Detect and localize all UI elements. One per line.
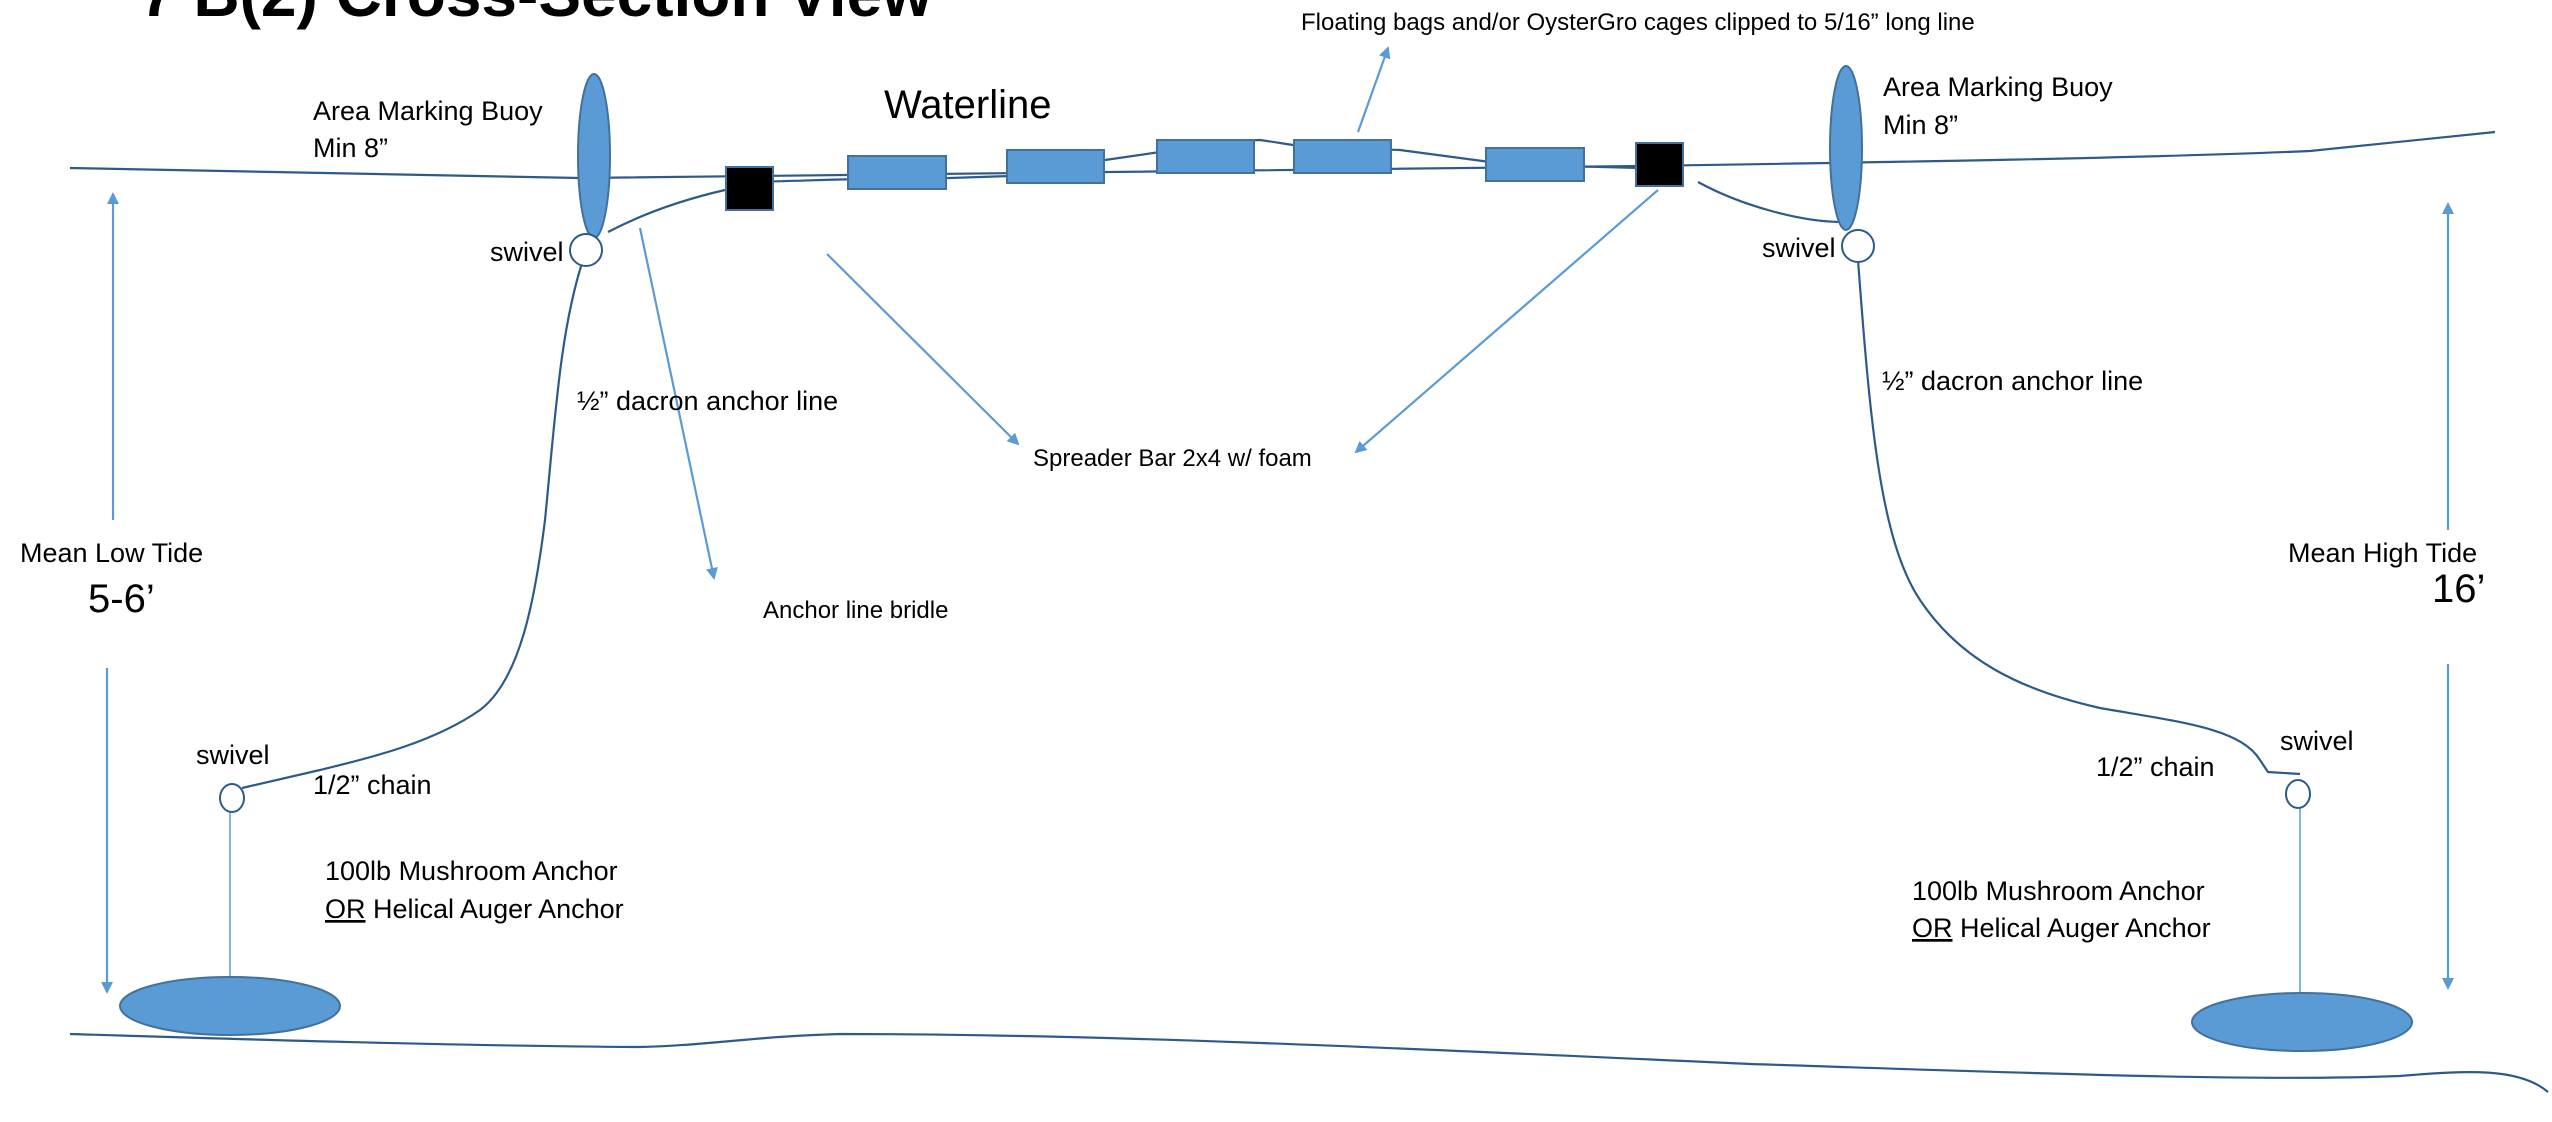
left-spreader-bar (725, 166, 774, 211)
right-marker-buoy (1829, 65, 1863, 231)
right-anchor-line (1856, 259, 2301, 776)
mean-low-tide-value: 5-6’ (88, 577, 155, 621)
left-marker-buoy (577, 73, 611, 239)
right-bridle-line (1697, 181, 1843, 224)
floating-bag (1006, 149, 1105, 184)
left-anchor-label-line1: 100lb Mushroom Anchor (325, 856, 618, 886)
seabed (69, 1032, 2549, 1093)
floating-bag (1485, 147, 1585, 182)
spreader-arrow-left (826, 253, 1020, 446)
right-anchor-label-line1: 100lb Mushroom Anchor (1912, 876, 2205, 906)
left-top-swivel-label: swivel (490, 237, 564, 267)
right-chain-label: 1/2” chain (2096, 752, 2215, 782)
right-buoy-label-line1: Area Marking Buoy (1883, 72, 2113, 102)
right-mushroom-anchor (2191, 992, 2413, 1052)
bridle-label: Anchor line bridle (763, 597, 948, 624)
left-top-swivel (569, 233, 603, 267)
spreader-bar-label: Spreader Bar 2x4 w/ foam (1033, 445, 1312, 472)
diagram-title: 7 B(2) Cross-Section View (140, 0, 932, 30)
right-bottom-swivel-label: swivel (2280, 726, 2354, 756)
mean-high-tide-value: 16’ (2432, 567, 2485, 611)
left-mushroom-anchor (119, 976, 341, 1036)
right-spreader-bar (1635, 142, 1684, 187)
floating-bag (847, 155, 947, 190)
left-bottom-swivel-label: swivel (196, 740, 270, 770)
spreader-arrow-right (1354, 189, 1659, 454)
left-anchor-label-line2: OR Helical Auger Anchor (325, 894, 624, 924)
right-bottom-swivel (2285, 779, 2311, 809)
left-bridle-line (607, 188, 726, 233)
right-top-swivel-label: swivel (1762, 233, 1836, 263)
left-anchor-line (241, 259, 585, 790)
floating-bags-arrow (1356, 46, 1391, 133)
left-bottom-swivel (219, 783, 245, 813)
floating-bags-label: Floating bags and/or OysterGro cages cli… (1301, 9, 1975, 36)
left-buoy-label-line1: Area Marking Buoy (313, 96, 543, 126)
right-anchor-or: OR (1912, 913, 1953, 943)
waterline-label: Waterline (884, 83, 1051, 127)
right-anchor-label-line2: OR Helical Auger Anchor (1912, 913, 2211, 943)
right-anchor-line-label: ½” dacron anchor line (1882, 366, 2143, 396)
right-buoy-label-line2: Min 8” (1883, 110, 1958, 140)
left-anchor-helical: Helical Auger Anchor (366, 894, 624, 924)
left-chain-label: 1/2” chain (313, 770, 432, 800)
right-top-swivel (1841, 229, 1875, 263)
mean-high-tide-label: Mean High Tide (2288, 538, 2477, 568)
left-anchor-or: OR (325, 894, 366, 924)
waterline (69, 130, 2496, 180)
left-buoy-label-line2: Min 8” (313, 133, 388, 163)
floating-bag (1156, 139, 1255, 174)
mean-low-tide-label: Mean Low Tide (20, 538, 203, 568)
left-anchor-line-label: ½” dacron anchor line (577, 386, 838, 416)
right-anchor-helical: Helical Auger Anchor (1953, 913, 2211, 943)
floating-bag (1293, 139, 1392, 174)
bridle-arrow (638, 227, 718, 580)
